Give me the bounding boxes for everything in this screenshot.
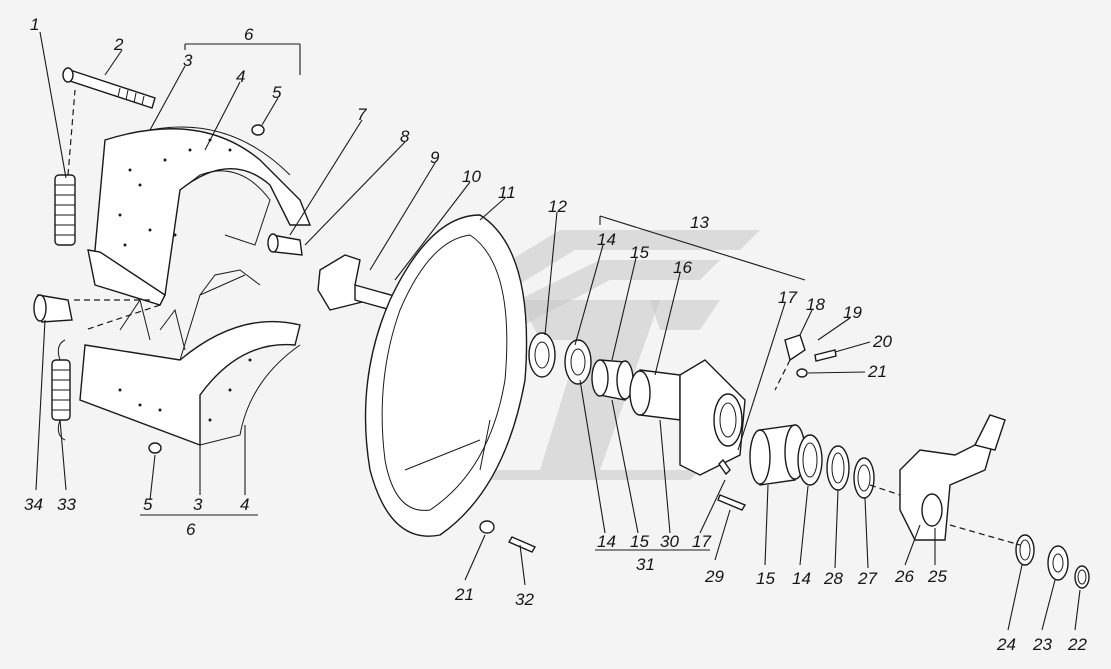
callout-17-bottom: 17	[692, 532, 711, 551]
pin-part-2	[62, 67, 156, 109]
callout-6-bottom: 6	[186, 520, 196, 539]
callout-28: 28	[823, 569, 843, 588]
callout-9: 9	[430, 148, 440, 167]
bolt-part-29	[717, 494, 747, 511]
axle-part-8	[267, 233, 303, 256]
bushing-part-15-right	[749, 424, 806, 486]
plate-part-18	[784, 334, 806, 362]
callout-26: 26	[894, 567, 914, 586]
callout-4: 4	[236, 67, 245, 86]
callout-5: 5	[272, 83, 282, 102]
callout-labels: 1 2 3 4 5 6 7 8 9 10 11 12 13 14 15 16 1…	[24, 15, 1087, 654]
callout-16: 16	[673, 258, 692, 277]
upper-spring-part-1	[54, 89, 76, 246]
callout-14-mid: 14	[597, 532, 616, 551]
bracket-part-30	[679, 359, 746, 476]
ring-part-27	[853, 457, 875, 499]
callout-15-mid: 15	[630, 532, 649, 551]
callout-7: 7	[357, 105, 367, 124]
backing-plate-part-11	[364, 214, 528, 537]
callout-14-right: 14	[792, 569, 811, 588]
plug-part-5-lower	[148, 442, 162, 454]
callout-14-top: 14	[597, 230, 616, 249]
callout-20: 20	[872, 332, 892, 351]
callout-8: 8	[400, 127, 410, 146]
callout-21-bottom: 21	[454, 585, 474, 604]
callout-4-bottom: 4	[240, 495, 249, 514]
lower-spring-part-33	[51, 339, 71, 441]
callout-12: 12	[548, 197, 567, 216]
callout-30: 30	[660, 532, 679, 551]
callout-24: 24	[996, 635, 1016, 654]
callout-6: 6	[244, 25, 254, 44]
callout-15-right: 15	[756, 569, 775, 588]
washer-part-21-right	[796, 368, 808, 378]
ring-part-22	[1074, 565, 1090, 589]
callout-18: 18	[806, 295, 825, 314]
slack-adjuster-part-25	[899, 414, 1006, 541]
bolt-part-32	[507, 536, 537, 553]
callout-31: 31	[636, 555, 655, 574]
bushing-part-15	[591, 359, 634, 401]
callout-27: 27	[857, 569, 877, 588]
plug-part-5-upper	[251, 124, 265, 136]
tube-part-16	[629, 369, 681, 421]
ring-part-23	[1047, 545, 1069, 581]
callout-11: 11	[498, 183, 516, 202]
callout-1: 1	[30, 15, 39, 34]
ring-part-14-right	[797, 434, 823, 486]
screw-part-17-lower	[718, 458, 731, 476]
callout-10: 10	[462, 167, 481, 186]
ring-part-24	[1015, 534, 1035, 566]
callout-17-top: 17	[778, 288, 797, 307]
seal-part-12	[528, 332, 556, 378]
ring-part-28	[826, 445, 850, 491]
callout-32: 32	[515, 590, 534, 609]
callout-5-bottom: 5	[143, 495, 153, 514]
callout-33: 33	[57, 495, 76, 514]
callout-34: 34	[24, 495, 43, 514]
callout-25: 25	[927, 567, 947, 586]
callout-3: 3	[183, 51, 193, 70]
washer-part-21-bottom	[479, 520, 495, 534]
bolt-part-20	[814, 349, 837, 362]
callout-23: 23	[1032, 635, 1052, 654]
callout-21-right: 21	[867, 362, 887, 381]
callout-3-bottom: 3	[193, 495, 203, 514]
callout-29: 29	[704, 567, 724, 586]
upper-brake-shoe	[87, 126, 312, 306]
callout-19: 19	[843, 303, 862, 322]
roller-part-34	[33, 294, 73, 323]
callout-15-top: 15	[630, 243, 649, 262]
lower-brake-shoe	[79, 269, 301, 447]
callout-22: 22	[1067, 635, 1087, 654]
ring-part-14	[564, 339, 592, 385]
callout-2: 2	[113, 35, 124, 54]
callout-13: 13	[690, 213, 709, 232]
leader-lines	[35, 31, 1081, 631]
